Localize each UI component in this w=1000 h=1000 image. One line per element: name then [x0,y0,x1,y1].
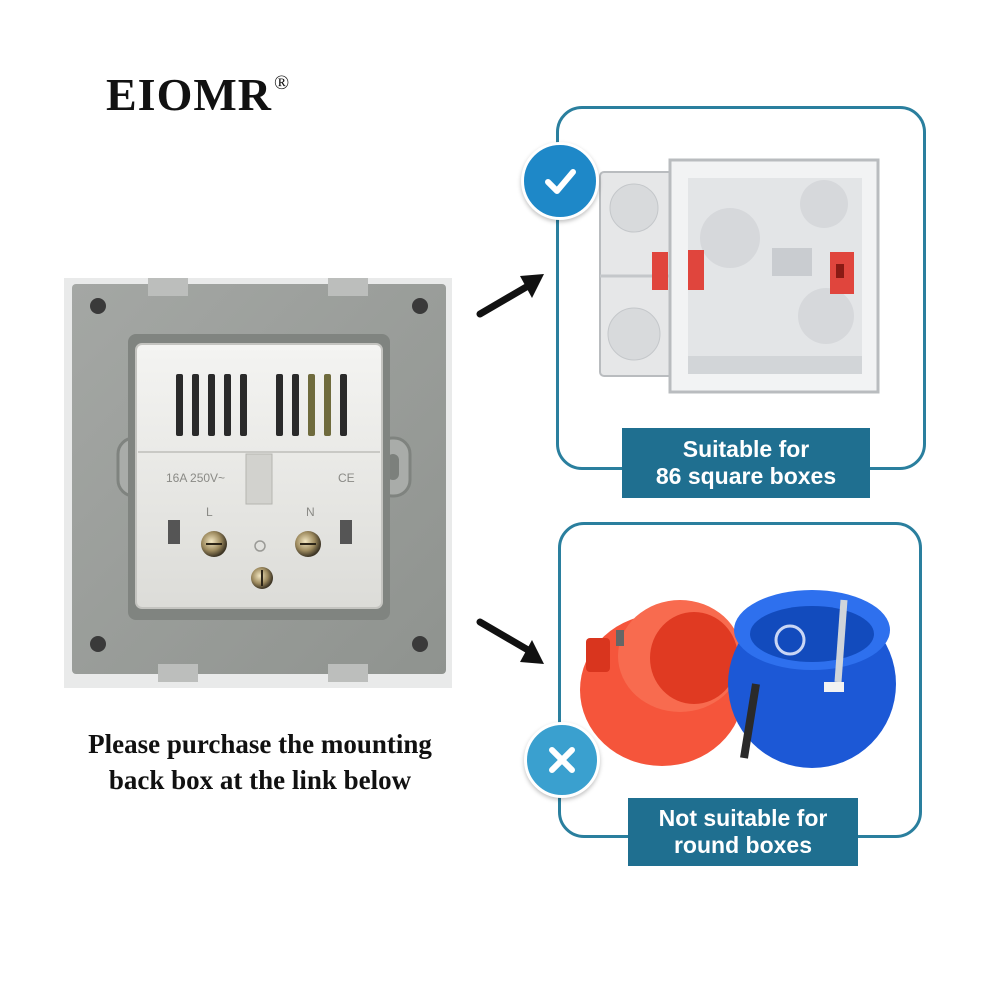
caption-line1: Please purchase the mounting [88,729,432,759]
svg-text:N: N [306,505,315,519]
caption-line2: back box at the link below [108,765,412,795]
unsuitable-label-line1: Not suitable for [658,805,828,831]
arrow-down-right-icon [476,618,544,664]
cross-mark-icon [549,747,575,773]
unsuitable-label: Not suitable for round boxes [628,798,858,866]
socket-back-illustration: 16A 250V~ CE L N [64,278,452,688]
check-mark-icon [545,169,576,194]
socket-markings: 16A 250V~ CE L N [166,471,355,519]
arrow-up-right-icon [476,274,544,318]
unsuitable-label-line2: round boxes [673,832,812,858]
purchase-caption: Please purchase the mounting back box at… [40,726,480,798]
suitable-label: Suitable for 86 square boxes [622,428,870,498]
check-badge-icon [521,142,599,220]
square-box-illustration [599,158,880,394]
svg-text:CE: CE [338,471,355,485]
svg-text:16A 250V~: 16A 250V~ [166,471,225,485]
cross-badge-icon [524,722,600,798]
brand-logo: EIOMR® [106,69,291,120]
suitable-label-line2: 86 square boxes [655,463,837,489]
suitable-label-line1: Suitable for [682,436,810,462]
registered-mark: ® [274,72,291,94]
round-boxes-illustration [580,590,896,768]
svg-text:L: L [206,505,213,519]
